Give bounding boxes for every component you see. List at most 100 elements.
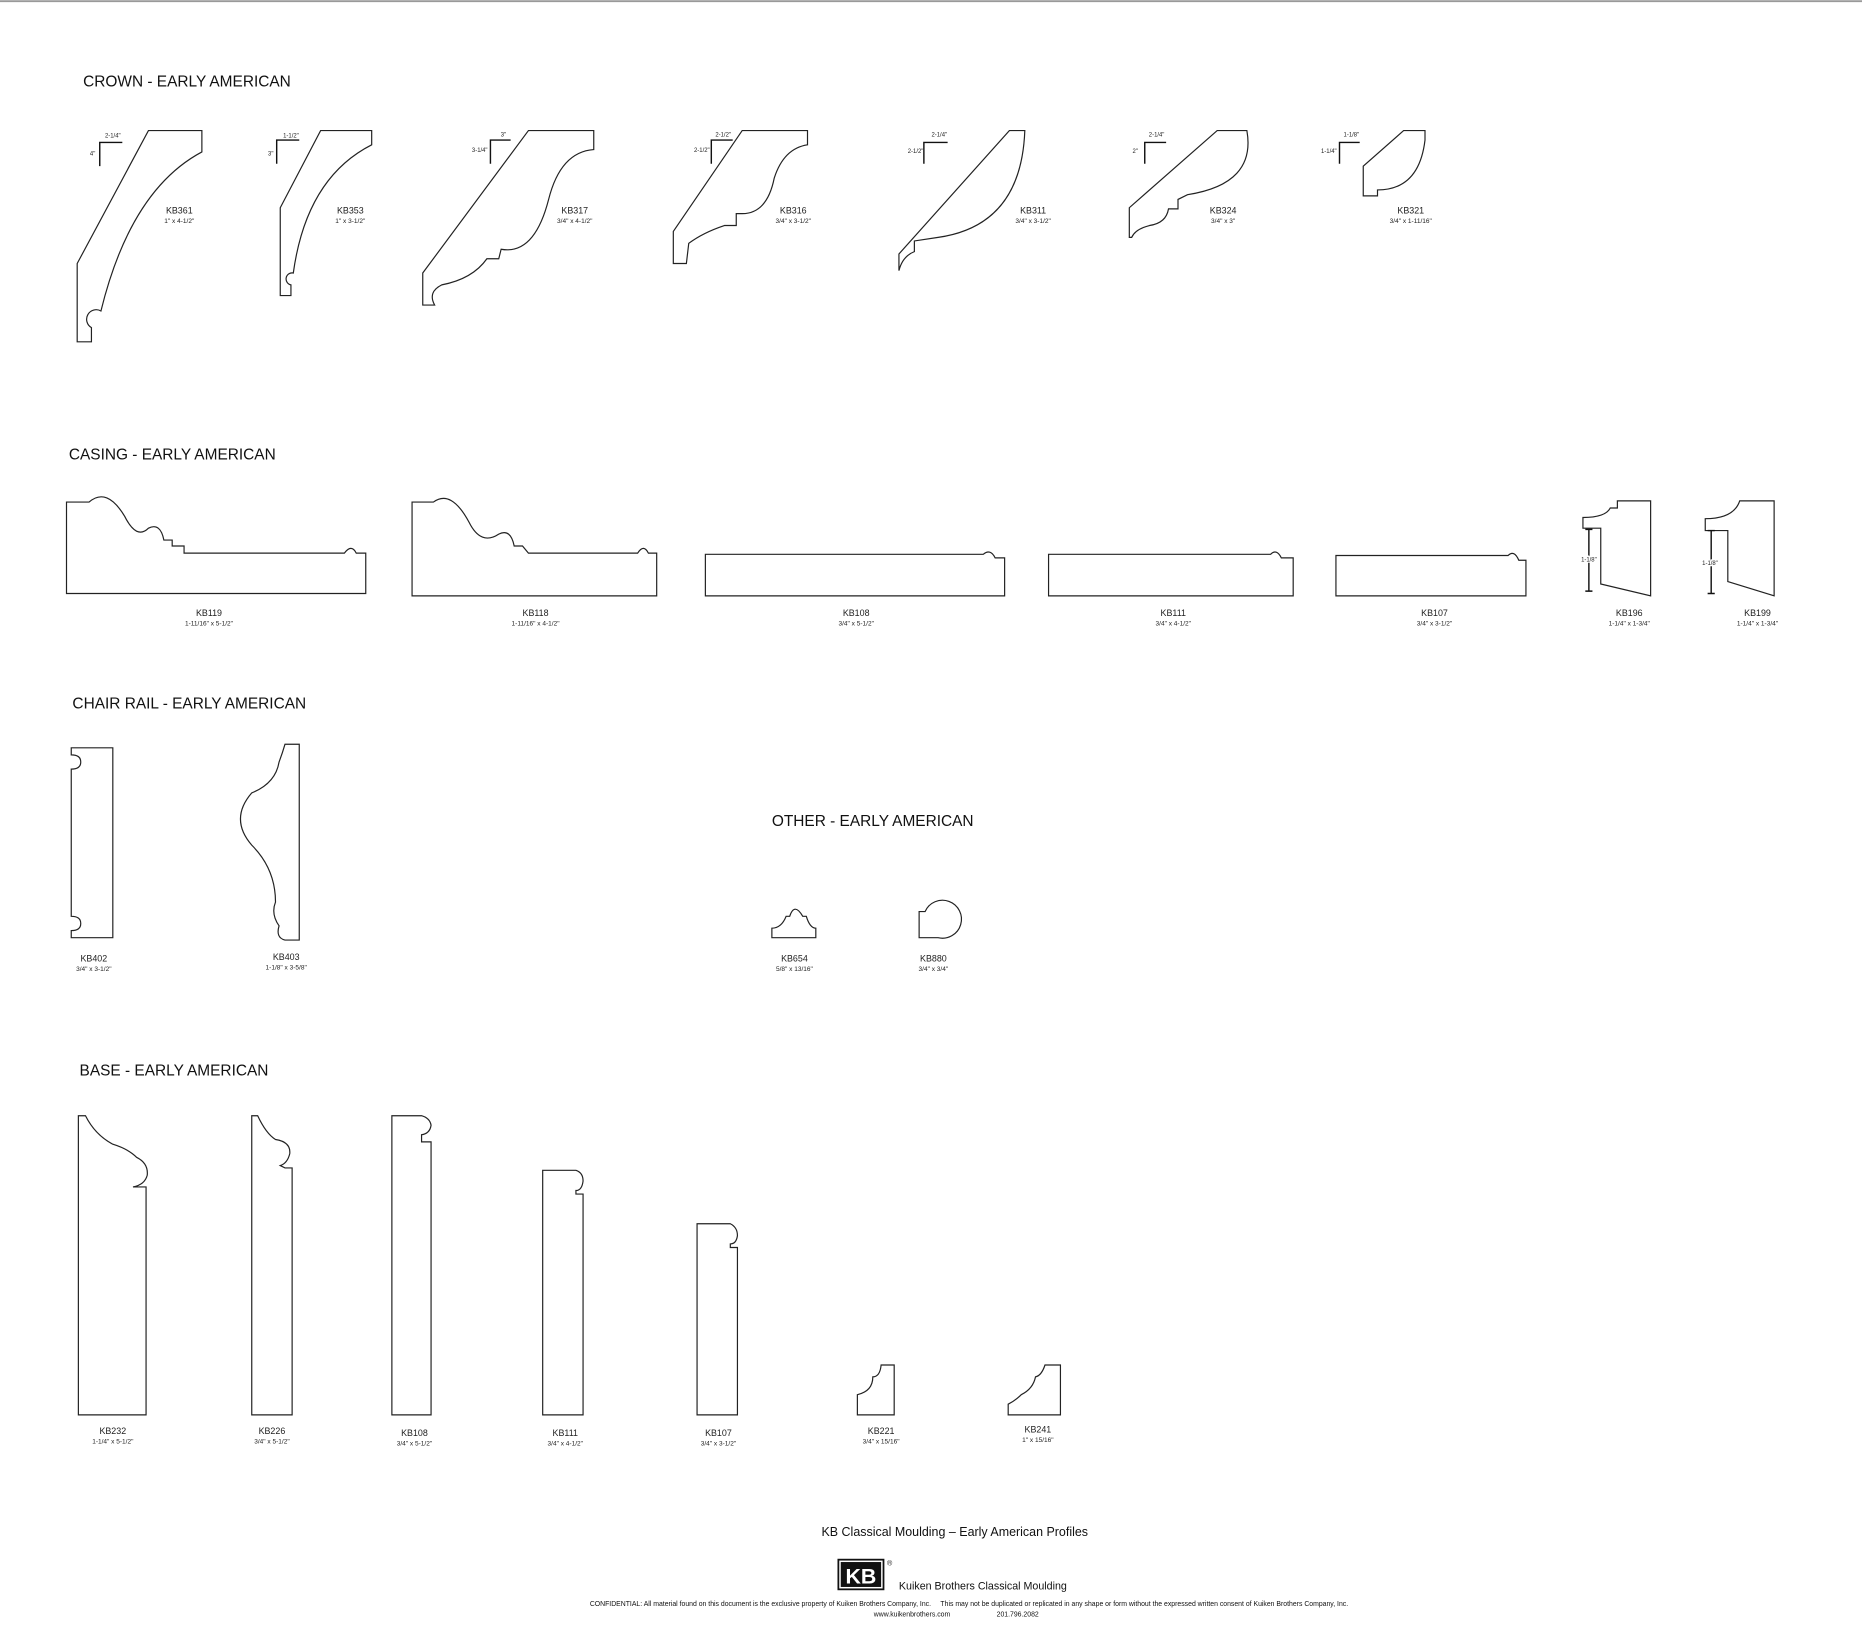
website-link[interactable]: www.kuikenbrothers.com [873,1612,951,1619]
profile-size: 3/4" x 3" [1211,218,1236,225]
profile-code: KB108 [843,608,870,618]
profile-shape [70,747,114,939]
profile-size: 1" x 15/16" [1022,1437,1054,1444]
profile-shape [1007,1364,1062,1416]
dim-v: 2-1/2" [694,148,710,154]
section-title-base: BASE - EARLY AMERICAN [80,1062,269,1079]
profile-code: KB311 [1020,206,1046,216]
profile-size: 3/4" x 3-1/2" [76,966,112,973]
casing-section: CASING - EARLY AMERICAN KB119 1-11/16" x… [65,446,1779,628]
dim-v: 1-1/4" [1321,149,1337,155]
profile-shape [391,1115,432,1416]
profile-code: KB107 [705,1428,732,1438]
dim-h: 1-1/8" [1344,133,1360,139]
dim-v: 3-1/4" [472,148,488,154]
base-section: BASE - EARLY AMERICAN KB232 1-1/4" x 5-1… [77,1062,1062,1448]
profile-shape [542,1169,584,1416]
footer-title: KB Classical Moulding – Early American P… [821,1525,1088,1539]
profile-shape [422,129,595,306]
profile-code: KB361 [166,206,193,216]
registered-mark: ® [887,1560,893,1568]
profile-size: 3/4" x 5-1/2" [254,1438,290,1445]
profile-kb880: KB880 3/4" x 3/4" [918,899,962,973]
dim-h: 1-1/2" [283,134,299,140]
profile-code: KB107 [1421,608,1448,618]
profile-kb111-base: KB111 3/4" x 4-1/2" [542,1169,584,1448]
profile-shape [251,1115,293,1416]
section-title-chair-rail: CHAIR RAIL - EARLY AMERICAN [72,696,306,713]
profile-shape [1704,500,1775,597]
dim-h: 2-1/2" [715,133,731,139]
profile-shape [1128,129,1249,238]
profile-kb654: KB654 5/8" x 13/16" [771,908,817,973]
profile-shape [898,129,1026,271]
dimension-marker [99,141,123,167]
profile-shape [704,551,1006,597]
section-title-casing: CASING - EARLY AMERICAN [69,446,276,463]
dim-v: 3" [268,151,273,157]
profile-code: KB111 [553,1428,578,1438]
profile-size: 3/4" x 3-1/2" [1015,218,1051,225]
profile-code: KB324 [1210,206,1237,216]
profile-kb108: KB108 3/4" x 5-1/2" [704,551,1006,628]
profile-shape [279,129,373,297]
profile-code: KB199 [1744,608,1771,618]
profile-shape [1047,551,1294,597]
profile-size: 3/4" x 5-1/2" [838,621,874,628]
dim-v: 2" [1133,149,1138,155]
confidential-notice: CONFIDENTIAL: All material found on this… [590,1601,1348,1608]
profile-size: 1-1/4" x 5-1/2" [92,1438,134,1445]
profile-shape [76,129,203,343]
profile-kb324: 2-1/4" 2" KB324 3/4" x 3" [1128,129,1249,238]
profile-size: 3/4" x 3/4" [919,966,949,973]
profile-code: KB221 [868,1426,895,1436]
profile-size: 1-1/4" x 1-3/4" [1737,621,1779,628]
dim-h: 2-1/4" [932,133,948,139]
profile-kb321: 1-1/8" 1-1/4" KB321 3/4" x 1-11/16" [1321,129,1433,225]
profile-code: KB353 [337,206,364,216]
profile-kb108-base: KB108 3/4" x 5-1/2" [391,1115,433,1448]
profile-kb221: KB221 3/4" x 15/16" [856,1364,901,1445]
profile-shape [672,129,809,265]
dimension-marker [923,141,948,164]
profile-kb361: 2-1/4" 4" KB361 1" x 4-1/2" [76,129,203,343]
profile-size: 1-1/4" x 1-3/4" [1609,621,1651,628]
profile-size: 1-11/16" x 5-1/2" [185,621,234,628]
profile-size: 3/4" x 1-11/16" [1390,218,1433,225]
profile-size: 1" x 3-1/2" [335,218,366,225]
kb-logo: KB ® [837,1558,893,1591]
phone-number: 201.796.2082 [997,1612,1039,1619]
profile-shape [239,743,300,941]
profile-size: 3/4" x 5-1/2" [397,1441,433,1448]
profile-code: KB321 [1397,206,1424,216]
profile-size: 3/4" x 4-1/2" [548,1441,584,1448]
profile-kb118: KB118 1-11/16" x 4-1/2" [411,497,658,628]
profile-shape [856,1364,895,1416]
dim-v: 1-1/8" [1581,557,1597,563]
dim-v: 1-1/8" [1702,561,1718,567]
profile-kb196: 1-1/8" KB196 1-1/4" x 1-3/4" [1580,500,1652,628]
profile-code: KB226 [259,1426,286,1436]
profile-kb316: 2-1/2" 2-1/2" KB316 3/4" x 3-1/2" [672,129,812,265]
profile-kb402: KB402 3/4" x 3-1/2" [70,747,114,973]
profile-kb107: KB107 3/4" x 3-1/2" [1335,552,1527,628]
profile-code: KB880 [920,953,947,963]
profile-kb311: 2-1/4" 2-1/2" KB311 3/4" x 3-1/2" [898,129,1052,271]
profile-kb241: KB241 1" x 15/16" [1007,1364,1062,1444]
profile-size: 1-11/16" x 4-1/2" [512,621,561,628]
profile-size: 3/4" x 3-1/2" [776,218,812,225]
profile-size: 1-1/8" x 3-5/8" [266,965,308,972]
profile-code: KB241 [1025,1425,1052,1435]
profile-code: KB402 [80,953,107,963]
profile-size: 3/4" x 4-1/2" [557,218,593,225]
dim-h: 2-1/4" [105,134,121,140]
crown-section: CROWN - EARLY AMERICAN 2-1/4" 4" KB361 1… [76,74,1433,343]
dimension-marker [489,139,511,164]
profile-code: KB111 [1161,608,1186,618]
other-section: OTHER - EARLY AMERICAN KB654 5/8" x 13/1… [771,813,974,973]
dimension-marker [275,139,300,164]
profile-size: 3/4" x 3-1/2" [1417,621,1453,628]
profile-size: 3/4" x 15/16" [863,1438,901,1445]
dimension-marker [710,139,733,164]
